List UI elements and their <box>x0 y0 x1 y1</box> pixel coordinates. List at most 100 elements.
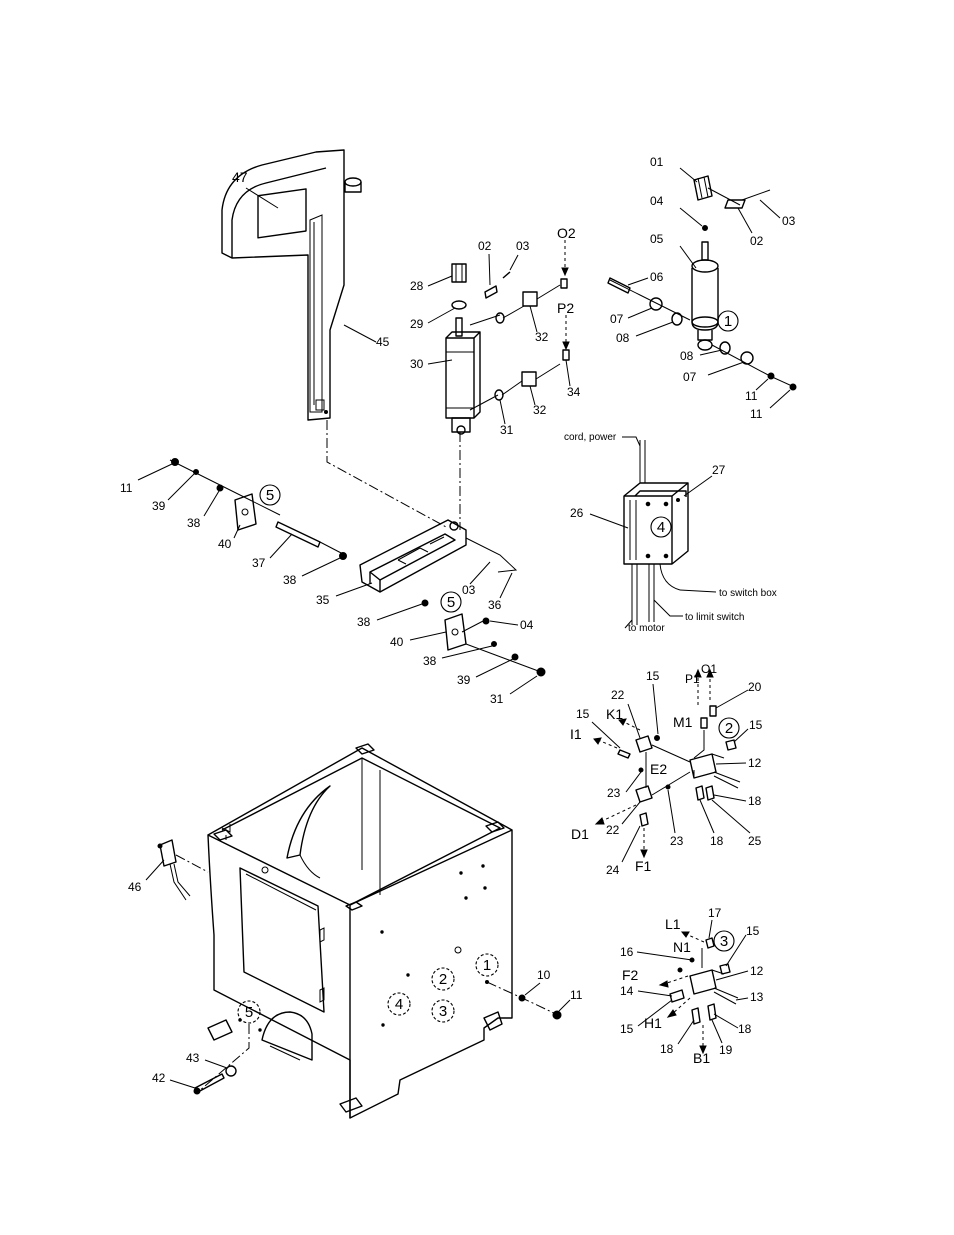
callout-36: 36 <box>488 598 502 612</box>
arrowhead-K1 <box>618 718 627 726</box>
arrowhead-O1 <box>706 668 714 678</box>
callout-22-v2b: 22 <box>606 823 620 837</box>
callout-08-lower: 08 <box>680 349 694 363</box>
leader-38-upper-a <box>203 490 220 517</box>
callout-34: 34 <box>567 385 581 399</box>
callout-12-v2: 12 <box>748 756 762 770</box>
leader-11-shock-a <box>755 378 769 391</box>
callout-15-v2a: 15 <box>646 669 660 683</box>
leader-11-shock-b <box>769 389 791 409</box>
leader-18-v3a <box>713 1013 739 1029</box>
callout-01: 01 <box>650 155 664 169</box>
leader-15-v3b <box>637 999 673 1027</box>
leader-15-v3a <box>725 934 747 967</box>
leader-17 <box>708 919 713 939</box>
leader-08-upper <box>635 321 674 337</box>
callout-23-v2a: 23 <box>607 786 621 800</box>
arrowhead-I1 <box>593 737 602 745</box>
callout-32-lower: 32 <box>533 403 547 417</box>
leader-to-switch-box <box>679 589 717 593</box>
leader-45 <box>343 324 377 343</box>
callout-11-link: 11 <box>120 481 133 495</box>
junction-box-26 <box>623 440 689 625</box>
callout-P2: P2 <box>557 300 574 316</box>
washer-43 <box>225 1065 237 1077</box>
callout-38-lower-b: 38 <box>423 654 437 668</box>
bolt-42-head <box>193 1087 201 1095</box>
callout-39-lower: 39 <box>457 673 471 687</box>
callout-10: 10 <box>537 968 551 982</box>
circled-ref-4-box <box>650 516 672 538</box>
circled-ref-1-base-label: 1 <box>483 957 491 974</box>
leader-18-v2a <box>713 794 747 802</box>
arrow-F2 <box>663 975 689 985</box>
callout-M1: M1 <box>673 714 693 730</box>
arrowhead-L1 <box>680 931 690 938</box>
leader-04-shock <box>679 207 703 227</box>
circled-ref-1-shock-label: 1 <box>724 313 732 330</box>
callout-H1: H1 <box>644 1015 662 1031</box>
leader-29 <box>427 307 456 324</box>
callout-13: 13 <box>750 990 764 1004</box>
callout-N1: N1 <box>673 939 691 955</box>
leader-46 <box>145 859 165 881</box>
leader-16 <box>636 951 693 961</box>
leader-11-base <box>558 999 571 1012</box>
leader-03-link <box>469 561 491 585</box>
note-to-motor: to motor <box>628 623 665 634</box>
callout-O2: O2 <box>557 225 576 241</box>
callout-07-lower: 07 <box>683 370 697 384</box>
leader-11-link <box>137 463 173 481</box>
callout-47: 47 <box>232 169 248 185</box>
callout-04-shock: 04 <box>650 194 664 208</box>
arrow-I1 <box>597 739 618 749</box>
callout-18-v2b: 18 <box>710 834 724 848</box>
callout-11-base: 11 <box>570 988 583 1002</box>
leader-19 <box>711 1019 723 1044</box>
callout-38-upper-a: 38 <box>187 516 201 530</box>
callout-46: 46 <box>128 880 142 894</box>
cylinder-assembly-30 <box>445 263 570 435</box>
leader-38-lower-a <box>376 603 423 621</box>
leader-04-link <box>489 620 519 626</box>
callout-32-upper: 32 <box>535 330 549 344</box>
arrowhead-F1 <box>640 849 648 859</box>
circled-ref-5-upper <box>259 484 281 506</box>
arrowhead-H1 <box>666 1009 677 1018</box>
leader-13 <box>735 997 749 1001</box>
callout-06: 06 <box>650 270 664 284</box>
callout-03-shock: 03 <box>782 214 796 228</box>
leader-06 <box>627 277 649 286</box>
arrowhead-P2 <box>562 341 570 351</box>
leader-02-cyl <box>488 253 491 286</box>
leader-03-shock <box>759 199 781 219</box>
arrow-D1 <box>599 804 637 823</box>
arrowhead-P1 <box>694 668 702 678</box>
circled-ref-3-valve <box>713 930 735 952</box>
callout-O1: O1 <box>701 662 717 676</box>
callout-43: 43 <box>186 1051 200 1065</box>
leader-36 <box>499 572 513 599</box>
cabinet-base <box>207 743 513 1119</box>
leader-14 <box>637 990 673 997</box>
callout-38-lower-a: 38 <box>357 615 371 629</box>
callout-08-upper: 08 <box>616 331 630 345</box>
valve-assembly-2 <box>617 705 741 827</box>
shock-assembly-05 <box>607 175 797 391</box>
leader-to-motor <box>624 619 633 629</box>
leader-23-v2a <box>625 771 642 793</box>
leader-43 <box>204 1059 228 1069</box>
arrowhead-B1 <box>699 1045 707 1055</box>
circled-ref-5-lower <box>440 591 462 613</box>
callout-26: 26 <box>570 506 584 520</box>
circled-ref-5-base <box>237 1000 261 1024</box>
link-assembly-35 <box>169 458 546 677</box>
circled-ref-5-upper-label: 5 <box>266 487 274 504</box>
callout-35: 35 <box>316 593 330 607</box>
circled-ref-2-valve <box>718 717 740 739</box>
callout-12-v3: 12 <box>750 964 764 978</box>
leader-20 <box>715 689 749 709</box>
callout-31-link: 31 <box>490 692 504 706</box>
leader-42 <box>169 1079 196 1089</box>
